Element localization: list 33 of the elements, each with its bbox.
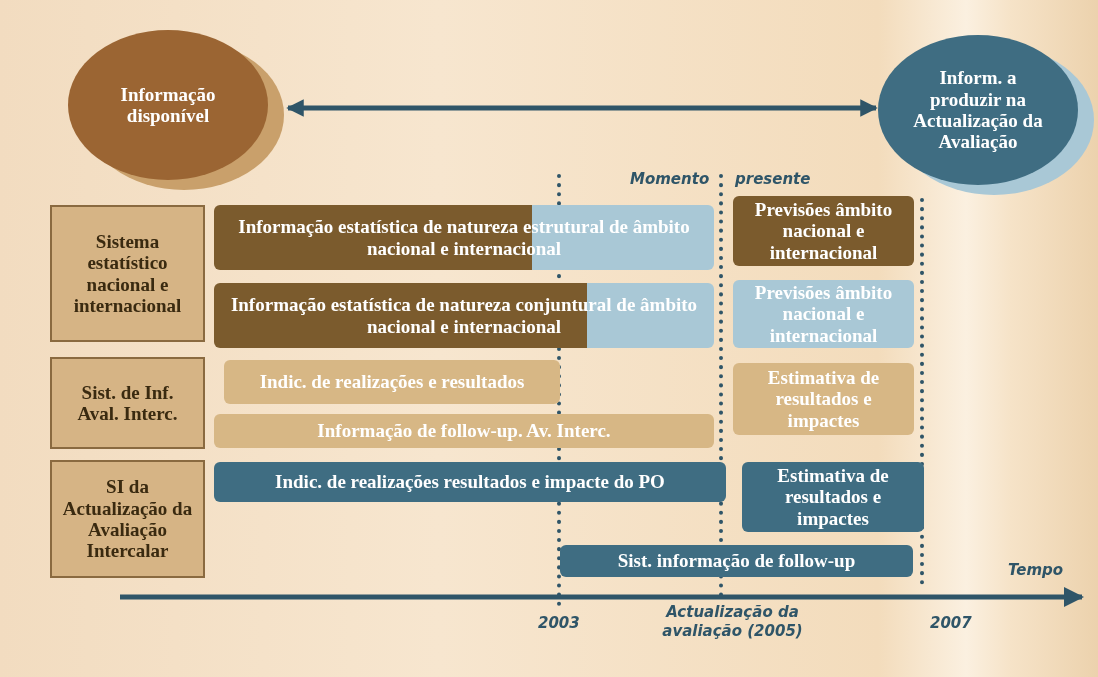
node-text: Inform. a produzir na Actualização da Avaliação — [912, 67, 1044, 153]
node-text: Sist. informação de follow-up — [617, 550, 856, 572]
axis-note: Actualização da avaliação (2005) — [661, 603, 804, 641]
axis-label: Tempo — [1008, 561, 1064, 579]
node-text: Sistema estatístico nacional e internacional — [72, 230, 183, 317]
node-text: Indic. de realizações resultados e impacte do PO — [275, 471, 665, 493]
timeline-bar — [214, 283, 714, 348]
timeline-bar — [224, 360, 560, 404]
node-text: Previsões âmbito nacional e internacional — [753, 282, 894, 346]
timeline-bar — [742, 462, 924, 532]
timeline-bar — [214, 414, 714, 448]
axis-label: presente — [735, 170, 811, 188]
category-box — [50, 357, 205, 449]
node-text: Indic. de realizações e resultados — [259, 371, 525, 393]
node-text: Informação disponível — [119, 83, 217, 127]
node-text: SI da Actualização da Avaliação Intercalar — [61, 476, 194, 562]
axis-label: Momento — [630, 170, 710, 188]
node-text: Informação de follow-up. Av. Interc. — [317, 420, 611, 442]
timeline-bar — [214, 205, 714, 270]
node-text: Estimativa de resultados e impactes — [766, 367, 881, 431]
timeline-bar — [214, 462, 726, 502]
timeline-bar — [733, 196, 914, 266]
year-label: 2003 — [538, 614, 580, 632]
timeline-bar — [560, 545, 913, 577]
node-text: Sist. de Inf. Aval. Interc. — [76, 381, 179, 425]
node-text: Previsões âmbito nacional e internacional — [753, 199, 894, 263]
node-text: Estimativa de resultados e impactes — [776, 465, 890, 529]
timeline-bar — [733, 363, 914, 435]
double-arrow — [286, 99, 878, 117]
category-box — [50, 460, 205, 578]
timeline-bar — [733, 280, 914, 348]
category-box — [50, 205, 205, 342]
year-label: 2007 — [930, 614, 972, 632]
